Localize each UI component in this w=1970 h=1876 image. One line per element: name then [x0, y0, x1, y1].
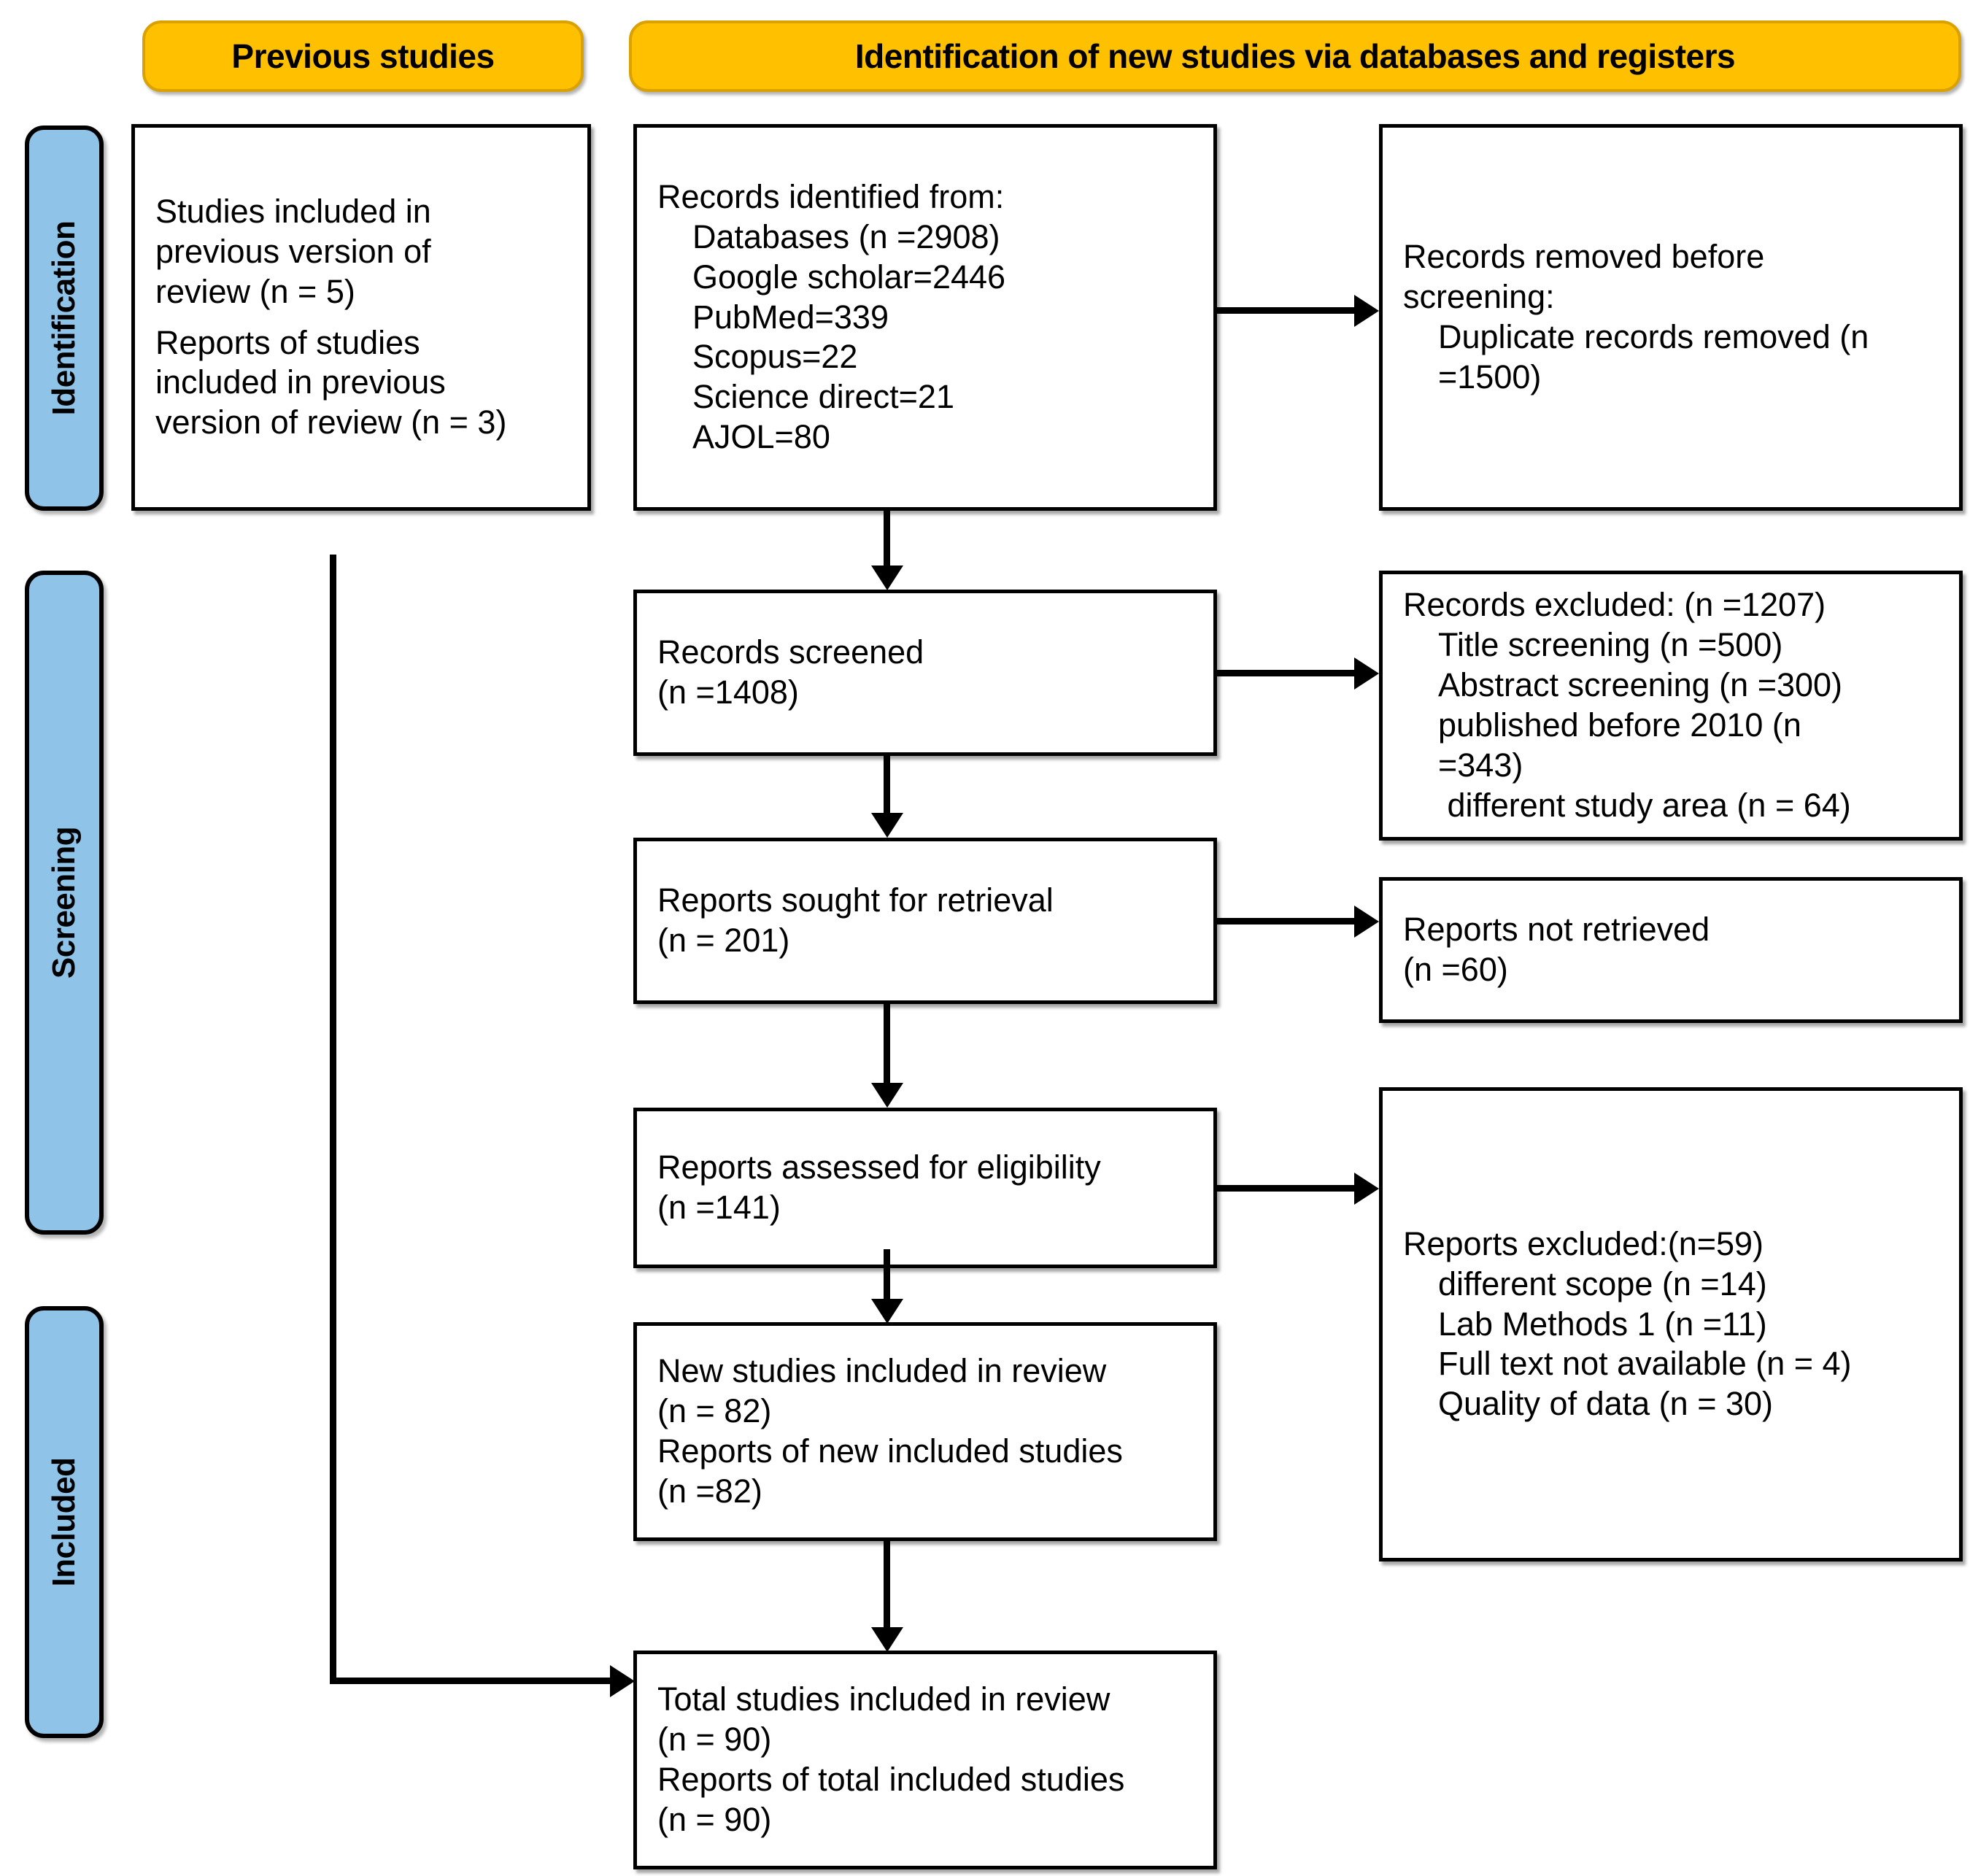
box-line: (n = 82) [657, 1392, 772, 1430]
box-line: Scopus=22 [692, 338, 858, 376]
box-line-spacer [155, 312, 567, 323]
connector-previous-to-total-horizontal [330, 1678, 619, 1684]
stagebar-included-label: Included [46, 1457, 82, 1587]
box-line: Studies included in [155, 192, 431, 230]
connector-previous-to-total-vertical [330, 555, 336, 1684]
connector-new-studies-to-total [884, 1541, 890, 1629]
box-line: Science direct=21 [692, 378, 954, 416]
box-line: (n = 201) [657, 922, 790, 959]
arrowhead-assessed-to-reports-excluded [1354, 1173, 1379, 1205]
box-records-identified: Records identified from: Databases (n =2… [633, 124, 1217, 511]
arrowhead-screened-to-sought [871, 813, 903, 838]
banner-previous-studies-label: Previous studies [231, 37, 495, 75]
box-line: previous version of [155, 232, 431, 270]
stagebar-identification: Identification [25, 126, 104, 511]
box-line: Full text not available (n = 4) [1438, 1345, 1852, 1383]
box-reports-excluded: Reports excluded:(n=59) different scope … [1379, 1087, 1963, 1562]
connector-identified-to-screened [884, 511, 890, 568]
stagebar-included: Included [25, 1306, 104, 1738]
box-line: different scope (n =14) [1438, 1265, 1767, 1302]
box-reports-assessed-for-eligibility: Reports assessed for eligibility (n =141… [633, 1108, 1217, 1268]
box-line: AJOL=80 [692, 418, 830, 456]
box-line: published before 2010 (n [1438, 706, 1801, 744]
banner-new-studies-label: Identification of new studies via databa… [854, 37, 1736, 75]
arrowhead-identified-to-removed [1354, 295, 1379, 327]
banner-identification-new-studies: Identification of new studies via databa… [629, 20, 1961, 92]
arrowhead-sought-to-assessed [871, 1083, 903, 1108]
box-line: screening: [1403, 278, 1555, 316]
connector-assessed-to-reports-excluded [1217, 1185, 1356, 1192]
box-line: Abstract screening (n =300) [1438, 666, 1843, 704]
connector-identified-to-removed [1217, 307, 1356, 314]
box-line: Duplicate records removed (n [1438, 318, 1869, 355]
box-line: Records excluded: (n =1207) [1403, 586, 1826, 624]
stagebar-screening: Screening [25, 571, 104, 1235]
box-line: Reports not retrieved [1403, 911, 1710, 949]
box-line: included in previous [155, 363, 446, 401]
box-line: Records screened [657, 633, 924, 671]
box-line: Reports of total included studies [657, 1761, 1125, 1798]
box-line: (n =1408) [657, 673, 799, 711]
box-line: Reports assessed for eligibility [657, 1149, 1101, 1186]
box-line: New studies included in review [657, 1352, 1107, 1390]
box-line: Databases (n =2908) [692, 217, 1000, 255]
box-line: review (n = 5) [155, 272, 355, 310]
box-line: (n = 90) [657, 1721, 772, 1759]
arrowhead-assessed-to-new-studies [871, 1299, 903, 1324]
box-line: (n =141) [657, 1189, 781, 1226]
stagebar-identification-label: Identification [46, 220, 82, 416]
arrowhead-identified-to-screened [871, 565, 903, 590]
stagebar-screening-label: Screening [46, 826, 82, 979]
banner-previous-studies: Previous studies [142, 20, 584, 92]
arrowhead-previous-to-total [610, 1665, 635, 1697]
box-line: (n =60) [1403, 951, 1508, 988]
box-line: Records identified from: [657, 177, 1005, 215]
box-new-studies-included: New studies included in review (n = 82) … [633, 1322, 1217, 1541]
connector-sought-to-assessed [884, 1004, 890, 1084]
connector-sought-to-not-retrieved [1217, 918, 1356, 925]
box-line: different study area (n = 64) [1438, 786, 1851, 824]
connector-screened-to-sought [884, 756, 890, 814]
box-line: PubMed=339 [692, 298, 889, 336]
arrowhead-sought-to-not-retrieved [1354, 906, 1379, 938]
box-line: version of review (n = 3) [155, 404, 507, 441]
box-previous-studies-included: Studies included in previous version of … [131, 124, 591, 511]
box-line: =1500) [1438, 358, 1542, 395]
connector-assessed-to-new-studies [884, 1249, 890, 1300]
arrowhead-new-studies-to-total [871, 1627, 903, 1652]
box-line: =343) [1438, 746, 1523, 784]
box-reports-sought-for-retrieval: Reports sought for retrieval (n = 201) [633, 838, 1217, 1004]
box-line: Google scholar=2446 [692, 258, 1006, 296]
box-line: Reports of studies [155, 323, 420, 361]
box-records-excluded: Records excluded: (n =1207) Title screen… [1379, 571, 1963, 841]
box-line: Title screening (n =500) [1438, 626, 1783, 664]
box-line: Lab Methods 1 (n =11) [1438, 1305, 1767, 1343]
arrowhead-screened-to-excluded [1354, 657, 1379, 690]
box-records-removed-before-screening: Records removed before screening: Duplic… [1379, 124, 1963, 511]
box-line: Reports excluded:(n=59) [1403, 1224, 1764, 1262]
box-records-screened: Records screened (n =1408) [633, 590, 1217, 756]
box-total-studies-included: Total studies included in review (n = 90… [633, 1651, 1217, 1869]
box-line: Records removed before [1403, 238, 1765, 276]
box-reports-not-retrieved: Reports not retrieved (n =60) [1379, 877, 1963, 1023]
connector-screened-to-excluded [1217, 670, 1356, 676]
box-line: Total studies included in review [657, 1680, 1110, 1718]
box-line: Reports sought for retrieval [657, 881, 1054, 919]
box-line: (n =82) [657, 1472, 762, 1510]
box-line: (n = 90) [657, 1800, 772, 1838]
box-line: Quality of data (n = 30) [1438, 1385, 1774, 1423]
box-line: Reports of new included studies [657, 1432, 1123, 1470]
